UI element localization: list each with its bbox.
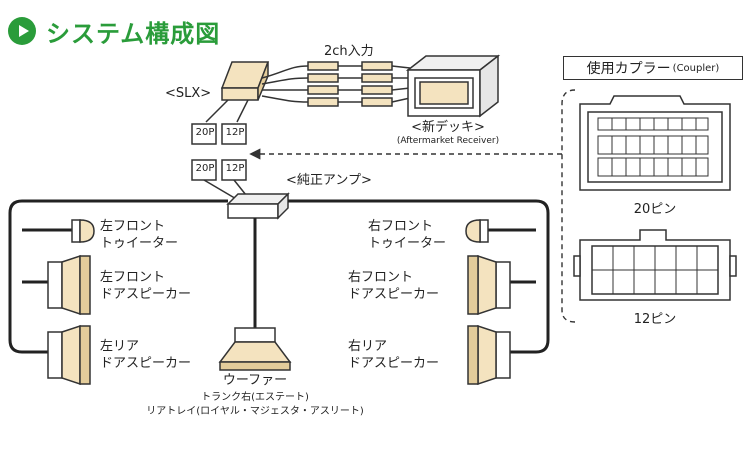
left-speakers	[47, 219, 95, 386]
slx-label: <SLX>	[165, 86, 212, 101]
coupler-20pin-label: 20ピン	[633, 202, 677, 217]
woofer-label: ウーファー	[222, 373, 288, 388]
input-label: 2ch入力	[324, 44, 374, 59]
coupler-title-box: 使用カプラー (Coupler)	[563, 56, 743, 80]
aftermarket-receiver	[405, 54, 501, 118]
woofer	[218, 327, 292, 371]
right-speakers	[465, 219, 511, 386]
front-left-tweeter-line1: 左フロント	[100, 219, 166, 234]
rear-left-door-line2: ドアスピーカー	[100, 356, 192, 371]
front-left-door-line1: 左フロント	[100, 270, 166, 285]
front-right-door-line2: ドアスピーカー	[348, 287, 440, 302]
page-title: システム構成図	[46, 19, 221, 48]
front-right-door-line1: 右フロント	[348, 270, 414, 285]
coupler-20pin-drawing	[579, 95, 731, 191]
coupler-12pin-drawing	[573, 229, 737, 301]
speaker-wiring	[8, 199, 550, 354]
coupler-12pin-label: 12ピン	[633, 312, 677, 327]
front-left-tweeter-line2: トゥイーター	[100, 236, 179, 251]
amp-12p: 12P	[225, 163, 245, 174]
receiver-sub: (Aftermarket Receiver)	[396, 136, 500, 146]
amp-20p: 20P	[195, 163, 215, 174]
harness-connectors	[191, 159, 251, 201]
rear-right-door-line2: ドアスピーカー	[348, 356, 440, 371]
coupler-title: 使用カプラー	[586, 61, 671, 77]
factory-amp	[226, 192, 290, 220]
play-arrow-icon	[8, 17, 36, 45]
slx-20p-top: 20P	[195, 127, 215, 138]
page-title-bar: システム構成図	[8, 14, 220, 48]
rear-right-door-line1: 右リア	[348, 339, 388, 354]
rear-left-door-line1: 左リア	[100, 339, 140, 354]
receiver-label: <新デッキ>	[411, 120, 485, 135]
coupler-title-sub: (Coupler)	[672, 62, 720, 74]
woofer-location-2: リアトレイ(ロイヤル・マジェスタ・アスリート)	[146, 406, 364, 417]
rca-cables	[261, 61, 411, 107]
front-right-tweeter-line2: トゥイーター	[368, 236, 447, 251]
front-right-tweeter-line1: 右フロント	[368, 219, 434, 234]
coupler-bracket	[561, 89, 576, 323]
woofer-location-1: トランク右(エステート)	[201, 392, 309, 403]
front-left-door-line2: ドアスピーカー	[100, 287, 192, 302]
amp-label: <純正アンプ>	[286, 173, 372, 188]
slx-12p-top: 12P	[225, 127, 245, 138]
